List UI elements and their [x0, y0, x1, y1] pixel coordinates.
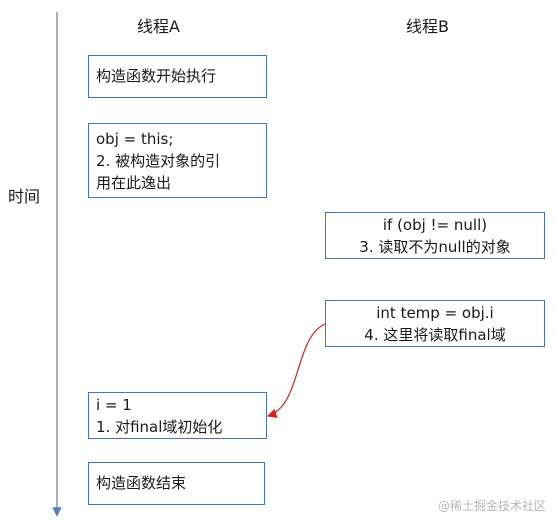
init-final-note: 1. 对final域初始化	[96, 418, 223, 436]
constructor-end-text: 构造函数结束	[96, 474, 187, 492]
init-final-code: i = 1	[96, 396, 132, 414]
read-obj-note: 3. 读取不为null的对象	[359, 238, 511, 256]
read-final-box: int temp = obj.i 4. 这里将读取final域	[325, 300, 545, 347]
read-obj-box: if (obj != null) 3. 读取不为null的对象	[325, 212, 545, 259]
read-obj-code: if (obj != null)	[382, 216, 488, 234]
constructor-end-box: 构造函数结束	[88, 462, 265, 505]
watermark: @稀土掘金技术社区	[437, 499, 546, 513]
constructor-start-text: 构造函数开始执行	[96, 67, 217, 85]
thread-a-header: 线程A	[137, 17, 180, 36]
escape-note-line1: 2. 被构造对象的引	[96, 152, 221, 170]
escape-box: obj = this; 2. 被构造对象的引 用在此逸出	[88, 123, 267, 198]
time-axis-label: 时间	[8, 187, 41, 206]
read-final-code: int temp = obj.i	[376, 304, 494, 322]
dependency-arrow	[266, 323, 326, 418]
thread-b-header: 线程B	[406, 17, 449, 36]
escape-note-line2: 用在此逸出	[96, 174, 172, 192]
read-final-note: 4. 这里将读取final域	[364, 326, 506, 344]
escape-code: obj = this;	[96, 130, 174, 148]
constructor-start-box: 构造函数开始执行	[88, 55, 267, 98]
init-final-box: i = 1 1. 对final域初始化	[88, 392, 267, 439]
